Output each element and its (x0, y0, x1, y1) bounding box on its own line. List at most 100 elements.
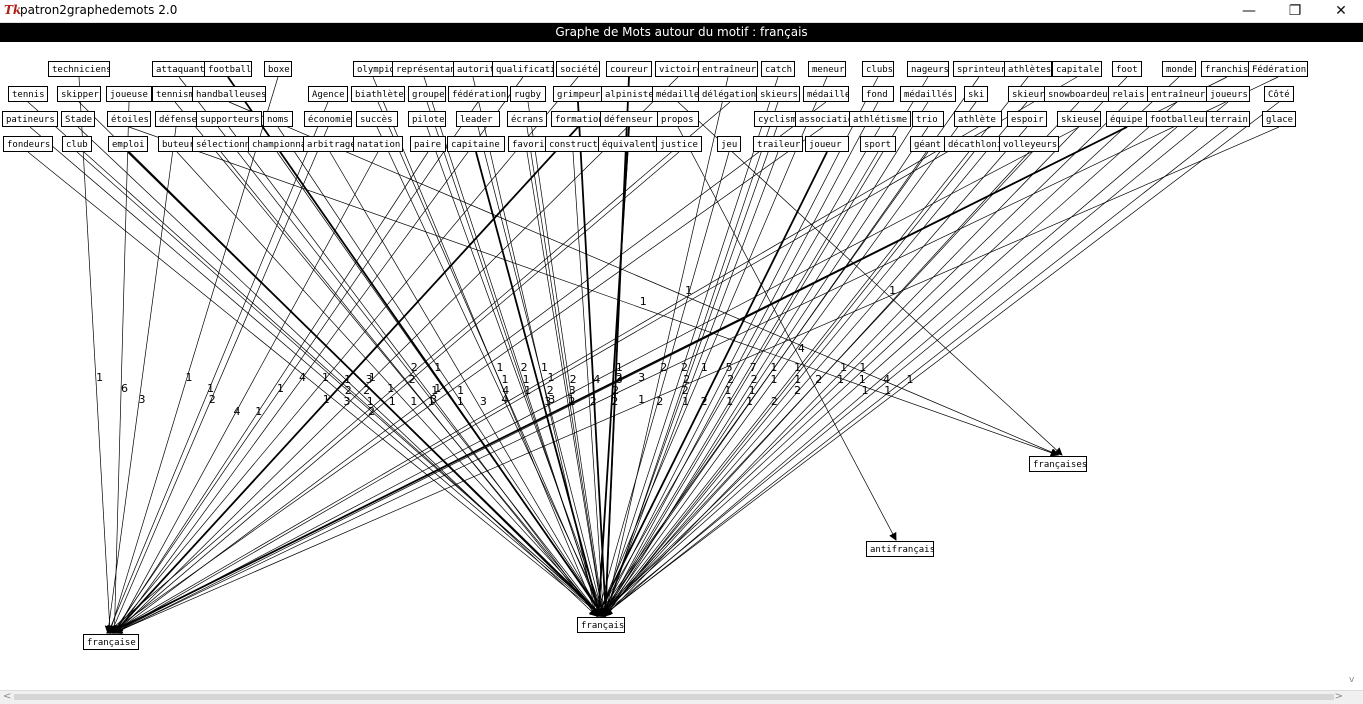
word-node[interactable]: Fédération (1248, 61, 1308, 77)
word-node[interactable]: écrans (507, 111, 547, 127)
word-node[interactable]: supporteurs (196, 111, 262, 127)
word-node[interactable]: capitaine (447, 136, 505, 152)
word-node[interactable]: fond (862, 86, 894, 102)
word-node[interactable]: trio (912, 111, 944, 127)
word-node[interactable]: joueuse (106, 86, 152, 102)
word-node[interactable]: représentant (392, 61, 456, 77)
minimize-button[interactable]: — (1226, 0, 1272, 22)
word-node[interactable]: nageurs (907, 61, 949, 77)
horizontal-scrollbar[interactable]: < > (0, 690, 1363, 704)
word-node[interactable]: alpiniste (601, 86, 655, 102)
maximize-button[interactable]: ❐ (1272, 0, 1318, 22)
word-node[interactable]: défense (155, 111, 197, 127)
graph-canvas[interactable]: française français françaises antifrançais t… (0, 42, 1363, 690)
word-node[interactable]: franchise (1201, 61, 1253, 77)
word-node[interactable]: biathlète (351, 86, 405, 102)
word-node[interactable]: justice (656, 136, 702, 152)
word-node[interactable]: catch (761, 61, 795, 77)
word-node[interactable]: autorité (453, 61, 493, 77)
word-node[interactable]: natation (353, 136, 403, 152)
word-node[interactable]: terrain (1206, 111, 1250, 127)
word-node[interactable]: économie (304, 111, 352, 127)
word-node[interactable]: formation (551, 111, 605, 127)
word-node[interactable]: skipper (57, 86, 101, 102)
scroll-thumb[interactable] (14, 694, 1334, 700)
word-node[interactable]: boxe (264, 61, 292, 77)
word-node[interactable]: médaille (803, 86, 849, 102)
word-node[interactable]: athlétisme (849, 111, 911, 127)
word-node[interactable]: leader (456, 111, 500, 127)
scroll-down-icon[interactable]: v (1349, 675, 1354, 685)
word-node[interactable]: pilote (408, 111, 446, 127)
word-node[interactable]: favori (508, 136, 546, 152)
word-node[interactable]: espoir (1007, 111, 1047, 127)
word-node[interactable]: football (204, 61, 252, 77)
word-node[interactable]: entraîneur (698, 61, 758, 77)
word-node[interactable]: glace (1262, 111, 1296, 127)
word-node[interactable]: jeu (717, 136, 741, 152)
word-node[interactable]: meneur (808, 61, 846, 77)
word-node[interactable]: décathlonien (944, 136, 1004, 152)
word-node[interactable]: olympique (353, 61, 393, 77)
word-node[interactable]: étoiles (107, 111, 151, 127)
word-node[interactable]: qualification (492, 61, 554, 77)
word-node[interactable]: Stade (61, 111, 95, 127)
target-node-francais[interactable]: français (577, 617, 625, 633)
word-node[interactable]: joueurs (1206, 86, 1250, 102)
word-node[interactable]: club (62, 136, 92, 152)
target-node-francaises[interactable]: françaises (1029, 456, 1087, 472)
word-node[interactable]: sprinteur (953, 61, 1005, 77)
word-node[interactable]: snowboardeurs (1044, 86, 1114, 102)
scroll-right-icon[interactable]: > (1335, 691, 1343, 702)
word-node[interactable]: fédération (448, 86, 508, 102)
word-node[interactable]: skieurs (756, 86, 800, 102)
word-node[interactable]: monde (1162, 61, 1196, 77)
word-node[interactable]: entraîneurs (1147, 86, 1207, 102)
word-node[interactable]: techniciens (48, 61, 110, 77)
word-node[interactable]: géant (910, 136, 946, 152)
word-node[interactable]: équipe (1106, 111, 1148, 127)
word-node[interactable]: emploi (108, 136, 148, 152)
word-node[interactable]: clubs (862, 61, 894, 77)
word-node[interactable]: défenseur (600, 111, 658, 127)
word-node[interactable]: volleyeurs (999, 136, 1059, 152)
word-node[interactable]: attaquant (152, 61, 206, 77)
word-node[interactable]: délégation (698, 86, 762, 102)
word-node[interactable]: cyclisme (754, 111, 800, 127)
word-node[interactable]: handballeuses (192, 86, 266, 102)
word-node[interactable]: équivalent (598, 136, 658, 152)
word-node[interactable]: athlètes (1004, 61, 1052, 77)
word-node[interactable]: grimpeur (553, 86, 603, 102)
word-node[interactable]: capitale (1052, 61, 1102, 77)
word-node[interactable]: victoire (655, 61, 701, 77)
word-node[interactable]: championnat (248, 136, 306, 152)
word-node[interactable]: relais (1108, 86, 1148, 102)
word-node[interactable]: Côté (1264, 86, 1294, 102)
word-node[interactable]: noms (263, 111, 293, 127)
word-node[interactable]: athlète (954, 111, 1002, 127)
word-node[interactable]: patineurs (2, 111, 58, 127)
word-node[interactable]: groupe (408, 86, 446, 102)
word-node[interactable]: buteur (158, 136, 196, 152)
word-node[interactable]: médaillés (900, 86, 956, 102)
close-button[interactable]: ✕ (1318, 0, 1363, 22)
word-node[interactable]: succès (356, 111, 398, 127)
word-node[interactable]: sport (860, 136, 896, 152)
word-node[interactable]: footballeur (1146, 111, 1208, 127)
word-node[interactable]: paire (410, 136, 446, 152)
target-node-francaise[interactable]: française (83, 634, 139, 650)
word-node[interactable]: rugby (510, 86, 546, 102)
word-node[interactable]: traileur (753, 136, 803, 152)
word-node[interactable]: tennis (8, 86, 48, 102)
word-node[interactable]: arbitrage (303, 136, 357, 152)
word-node[interactable]: constructeur (545, 136, 601, 152)
word-node[interactable]: coureur (606, 61, 652, 77)
word-node[interactable]: fondeurs (3, 136, 53, 152)
word-node[interactable]: propos (657, 111, 699, 127)
word-node[interactable]: ski (964, 86, 988, 102)
word-node[interactable]: sélectionneur (192, 136, 250, 152)
word-node[interactable]: médailles (652, 86, 704, 102)
target-node-antifrancais[interactable]: antifrançais (866, 541, 934, 557)
word-node[interactable]: joueur (805, 136, 849, 152)
word-node[interactable]: société (556, 61, 600, 77)
